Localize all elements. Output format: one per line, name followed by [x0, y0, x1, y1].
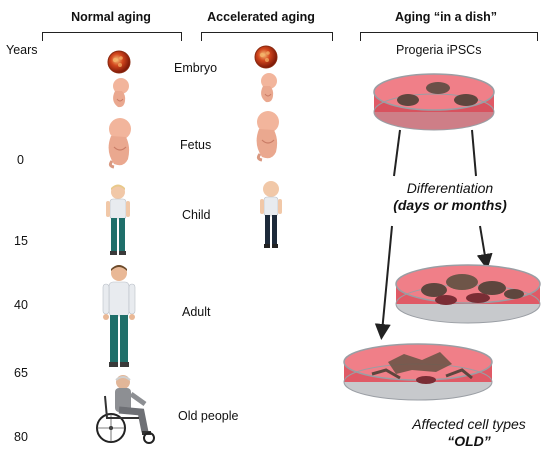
header-normal-aging: Normal aging [71, 10, 151, 24]
year-mark-0: 0 [17, 153, 24, 167]
affected-cell-types-label: Affected cell types [412, 416, 526, 432]
petri-dish-differentiated [395, 264, 541, 324]
progeria-ipscs-label: Progeria iPSCs [396, 43, 482, 57]
early-fetus-normal [113, 78, 129, 108]
stage-label-fetus: Fetus [180, 138, 212, 152]
arrow-to-old-cells-dish [374, 225, 393, 340]
stage-label-embryo: Embryo [174, 61, 218, 75]
arrow-lines-upper [393, 129, 477, 177]
old-person-wheelchair [96, 375, 155, 444]
old-label: “OLD” [447, 433, 491, 449]
fetus-accelerated [256, 111, 279, 162]
header-aging-in-a-dish: Aging “in a dish” [394, 10, 498, 24]
bracket-normal [42, 32, 182, 41]
progeria-child-figure [260, 181, 282, 248]
year-mark-80: 80 [14, 430, 28, 444]
years-title: Years [6, 43, 38, 57]
arrow-to-differentiated-dish [476, 225, 493, 270]
stage-label-child: Child [182, 208, 211, 222]
bracket-accelerated [201, 32, 333, 41]
differentiation-label: Differentiation [406, 180, 494, 196]
petri-dish-old-cells [343, 343, 493, 401]
petri-dish-ipscs [373, 73, 495, 131]
year-mark-40: 40 [14, 298, 28, 312]
fetus-normal [108, 118, 131, 169]
duration-label: (days or months) [393, 197, 507, 213]
year-mark-65: 65 [14, 366, 28, 380]
bracket-dish [360, 32, 538, 41]
child-figure-normal [106, 184, 130, 255]
embryo-ball-normal [107, 50, 131, 74]
adult-figure-normal [102, 265, 136, 367]
embryo-ball-accelerated [254, 45, 278, 69]
year-mark-15: 15 [14, 234, 28, 248]
early-fetus-accelerated [261, 73, 277, 103]
header-accelerated-aging: Accelerated aging [207, 10, 315, 24]
stage-label-old-people: Old people [178, 409, 239, 423]
stage-label-adult: Adult [182, 305, 211, 319]
